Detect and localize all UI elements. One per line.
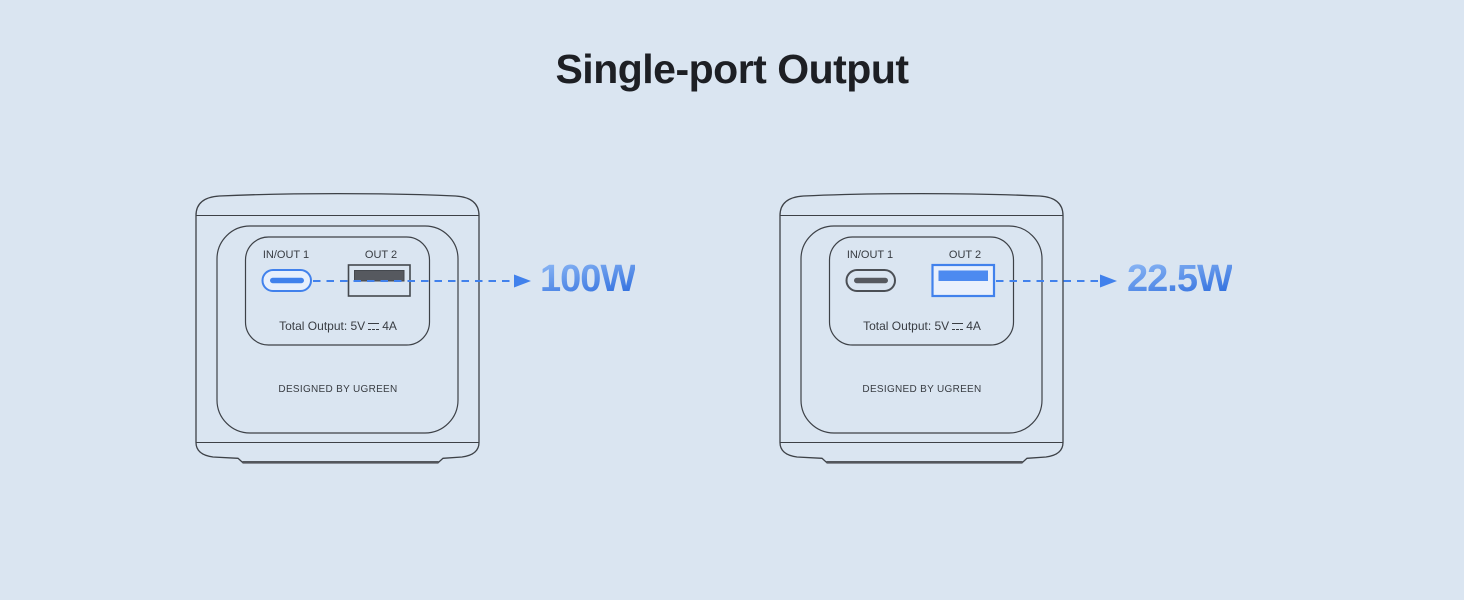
port-label-in-out-1: IN/OUT 1 [262, 249, 310, 261]
wattage-label-right: 22.5W [1127, 258, 1233, 300]
dc-symbol-icon [367, 322, 380, 331]
device-body [195, 192, 480, 463]
usb-a-pin-bar [938, 270, 988, 281]
dashed-arrow-left [313, 274, 531, 288]
total-output-prefix: Total Output: 5V [279, 319, 366, 333]
page-title: Single-port Output [555, 46, 909, 92]
total-output-suffix: 4A [966, 319, 981, 333]
usb-c-pin-bar [854, 277, 888, 284]
front-face-panel [800, 225, 1043, 434]
power-bank-illustration-left [195, 192, 480, 464]
total-output-suffix: 4A [382, 319, 397, 333]
device-body [779, 192, 1064, 463]
port-label-in-out-1: IN/OUT 1 [846, 249, 894, 261]
total-output-label: Total Output: 5V 4A [193, 319, 483, 333]
total-output-label: Total Output: 5V 4A [777, 319, 1067, 333]
port-label-out-2: OUT 2 [948, 249, 982, 261]
ports-panel [828, 236, 1015, 346]
designed-by-label: DESIGNED BY UGREEN [278, 384, 398, 395]
wattage-label-left: 100W [540, 258, 636, 300]
power-bank-illustration-right [779, 192, 1064, 464]
front-face-panel [216, 225, 459, 434]
dc-symbol-icon [951, 322, 964, 331]
designed-by-label: DESIGNED BY UGREEN [862, 384, 982, 395]
usb-a-pin-bar [354, 270, 405, 282]
power-bank-left: IN/OUT 1 OUT 2 Total Output: 5V 4A DESIGN… [193, 190, 483, 470]
usb-c-pin-bar [270, 277, 304, 284]
arrow-head-icon [1100, 274, 1117, 288]
total-output-prefix: Total Output: 5V [863, 319, 950, 333]
port-label-out-2: OUT 2 [364, 249, 398, 261]
usb-c-port [845, 269, 896, 292]
dashed-arrow-right [996, 274, 1117, 288]
arrow-head-icon [514, 274, 531, 288]
power-bank-right: IN/OUT 1 OUT 2 Total Output: 5V 4A DESIGN… [777, 190, 1067, 470]
ports-panel [244, 236, 431, 346]
